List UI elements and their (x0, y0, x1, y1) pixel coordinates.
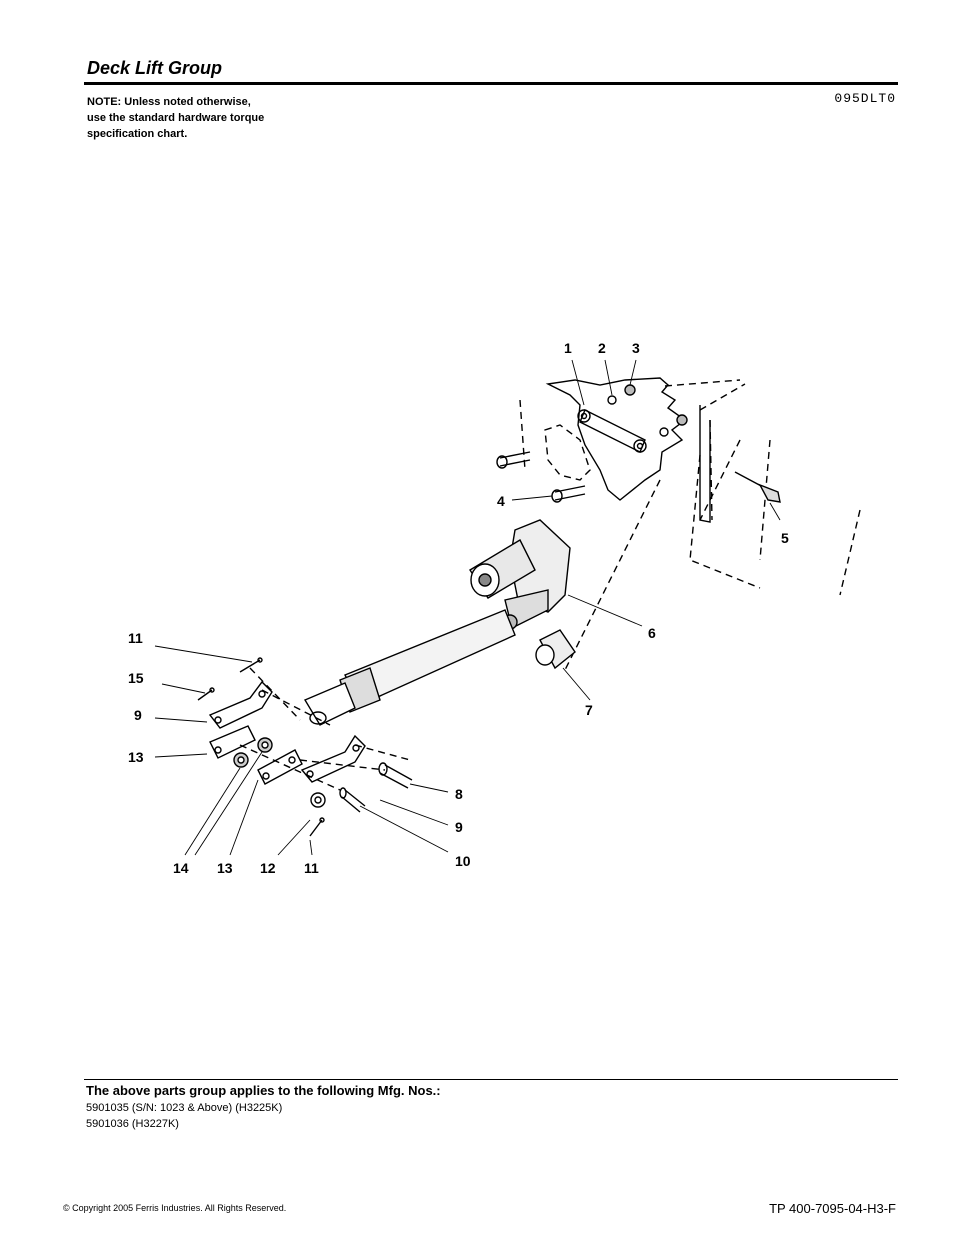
callout-15: 15 (128, 670, 144, 686)
bolt-4 (496, 451, 586, 503)
callout-3: 3 (632, 340, 640, 356)
callout-11: 11 (128, 630, 143, 646)
callout-14: 14 (173, 860, 189, 876)
callout-1: 1 (564, 340, 572, 356)
cotter-pin (197, 657, 325, 837)
clevis-pin-10 (339, 787, 366, 813)
frame-bracket (519, 377, 861, 671)
linear-actuator (303, 519, 571, 726)
callout-10: 10 (455, 853, 471, 869)
plate-13 (209, 725, 256, 759)
callout-11: 11 (304, 860, 319, 876)
bolt-5 (734, 471, 781, 503)
note-line: NOTE: Unless noted otherwise, (87, 96, 251, 108)
note-line: use the standard hardware torque (87, 112, 265, 124)
copyright: © Copyright 2005 Ferris Industries. All … (63, 1203, 287, 1213)
link-bar (577, 409, 647, 453)
page-title: Deck Lift Group (87, 58, 223, 78)
mfg-number: 5901035 (S/N: 1023 & Above) (H3225K) (86, 1102, 283, 1114)
torque-note: NOTE: Unless noted otherwise, use the st… (87, 94, 317, 142)
washer-14 (233, 737, 326, 808)
callout-4: 4 (497, 493, 505, 509)
callout-5: 5 (781, 530, 789, 546)
header-rule (84, 82, 898, 85)
clevis-pin-8 (378, 762, 413, 789)
note-line: specification chart. (87, 128, 188, 140)
document-number: TP 400-7095-04-H3-F (769, 1201, 896, 1216)
callout-2: 2 (598, 340, 606, 356)
bracket-9 (208, 680, 366, 783)
callout-9: 9 (455, 819, 463, 835)
leader-lines (154, 359, 781, 856)
assembly-lines (239, 667, 411, 791)
footer-rule (84, 1079, 898, 1080)
callout-9: 9 (134, 707, 142, 723)
callout-6: 6 (648, 625, 656, 641)
callout-13: 13 (128, 749, 144, 765)
callout-13: 13 (217, 860, 233, 876)
washer-2 (607, 395, 669, 437)
mfg-number: 5901036 (H3227K) (86, 1118, 179, 1130)
plate-12 (257, 749, 303, 785)
bushing-7 (535, 629, 576, 670)
callout-8: 8 (455, 786, 463, 802)
callout-12: 12 (260, 860, 276, 876)
callout-7: 7 (585, 702, 593, 718)
nut-3 (624, 384, 688, 426)
applies-heading: The above parts group applies to the fol… (86, 1083, 441, 1098)
figure-code: 095DLT0 (834, 91, 896, 106)
